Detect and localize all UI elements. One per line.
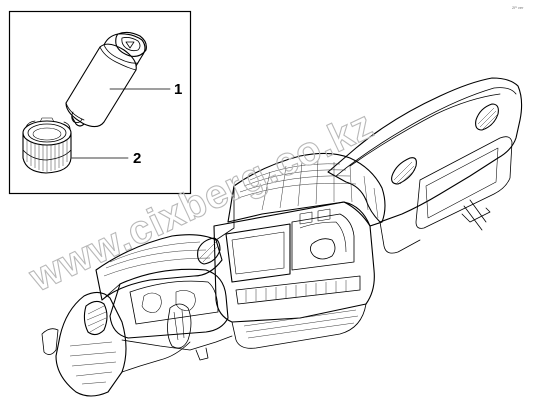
socket-housing-drawing — [22, 117, 72, 174]
callout-2: 2 — [133, 150, 141, 167]
callout-1: 1 — [174, 81, 182, 98]
detail-inset: 1 2 — [8, 10, 192, 195]
inset-frame — [8, 10, 192, 195]
reference-mark: 2P ver — [512, 5, 524, 10]
lighter-element-drawing — [65, 31, 147, 128]
dashboard-assembly-drawing — [41, 77, 523, 397]
